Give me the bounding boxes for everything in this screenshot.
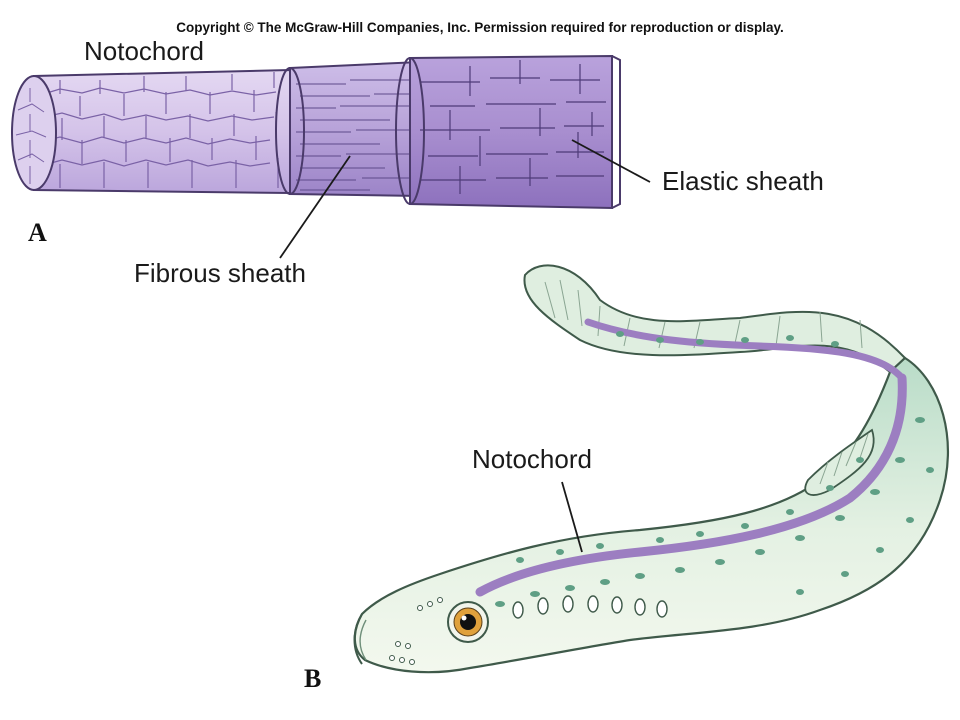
gill-openings xyxy=(512,595,668,619)
fibrous-sheath-leader xyxy=(279,155,351,259)
label-notochord-a: Notochord xyxy=(84,36,204,66)
fish-body xyxy=(353,264,949,674)
notochord-cell-pattern xyxy=(39,72,279,188)
notochord-cylinder xyxy=(11,54,621,210)
label-elastic-sheath: Elastic sheath xyxy=(662,166,824,196)
panel-letter-a: A xyxy=(28,218,47,247)
fish-eye xyxy=(447,601,489,643)
panel-letter-b: B xyxy=(304,664,322,693)
elastic-sheath-leader xyxy=(571,139,651,183)
label-notochord-b: Notochord xyxy=(472,444,592,474)
label-fibrous-sheath: Fibrous sheath xyxy=(134,258,306,288)
copyright-notice: Copyright © The McGraw-Hill Companies, I… xyxy=(176,20,784,35)
fish-notochord-leader xyxy=(561,481,583,553)
elastic-sheath-texture xyxy=(420,60,606,194)
fish-notochord-stripe xyxy=(475,373,907,597)
head-pores xyxy=(389,597,443,665)
